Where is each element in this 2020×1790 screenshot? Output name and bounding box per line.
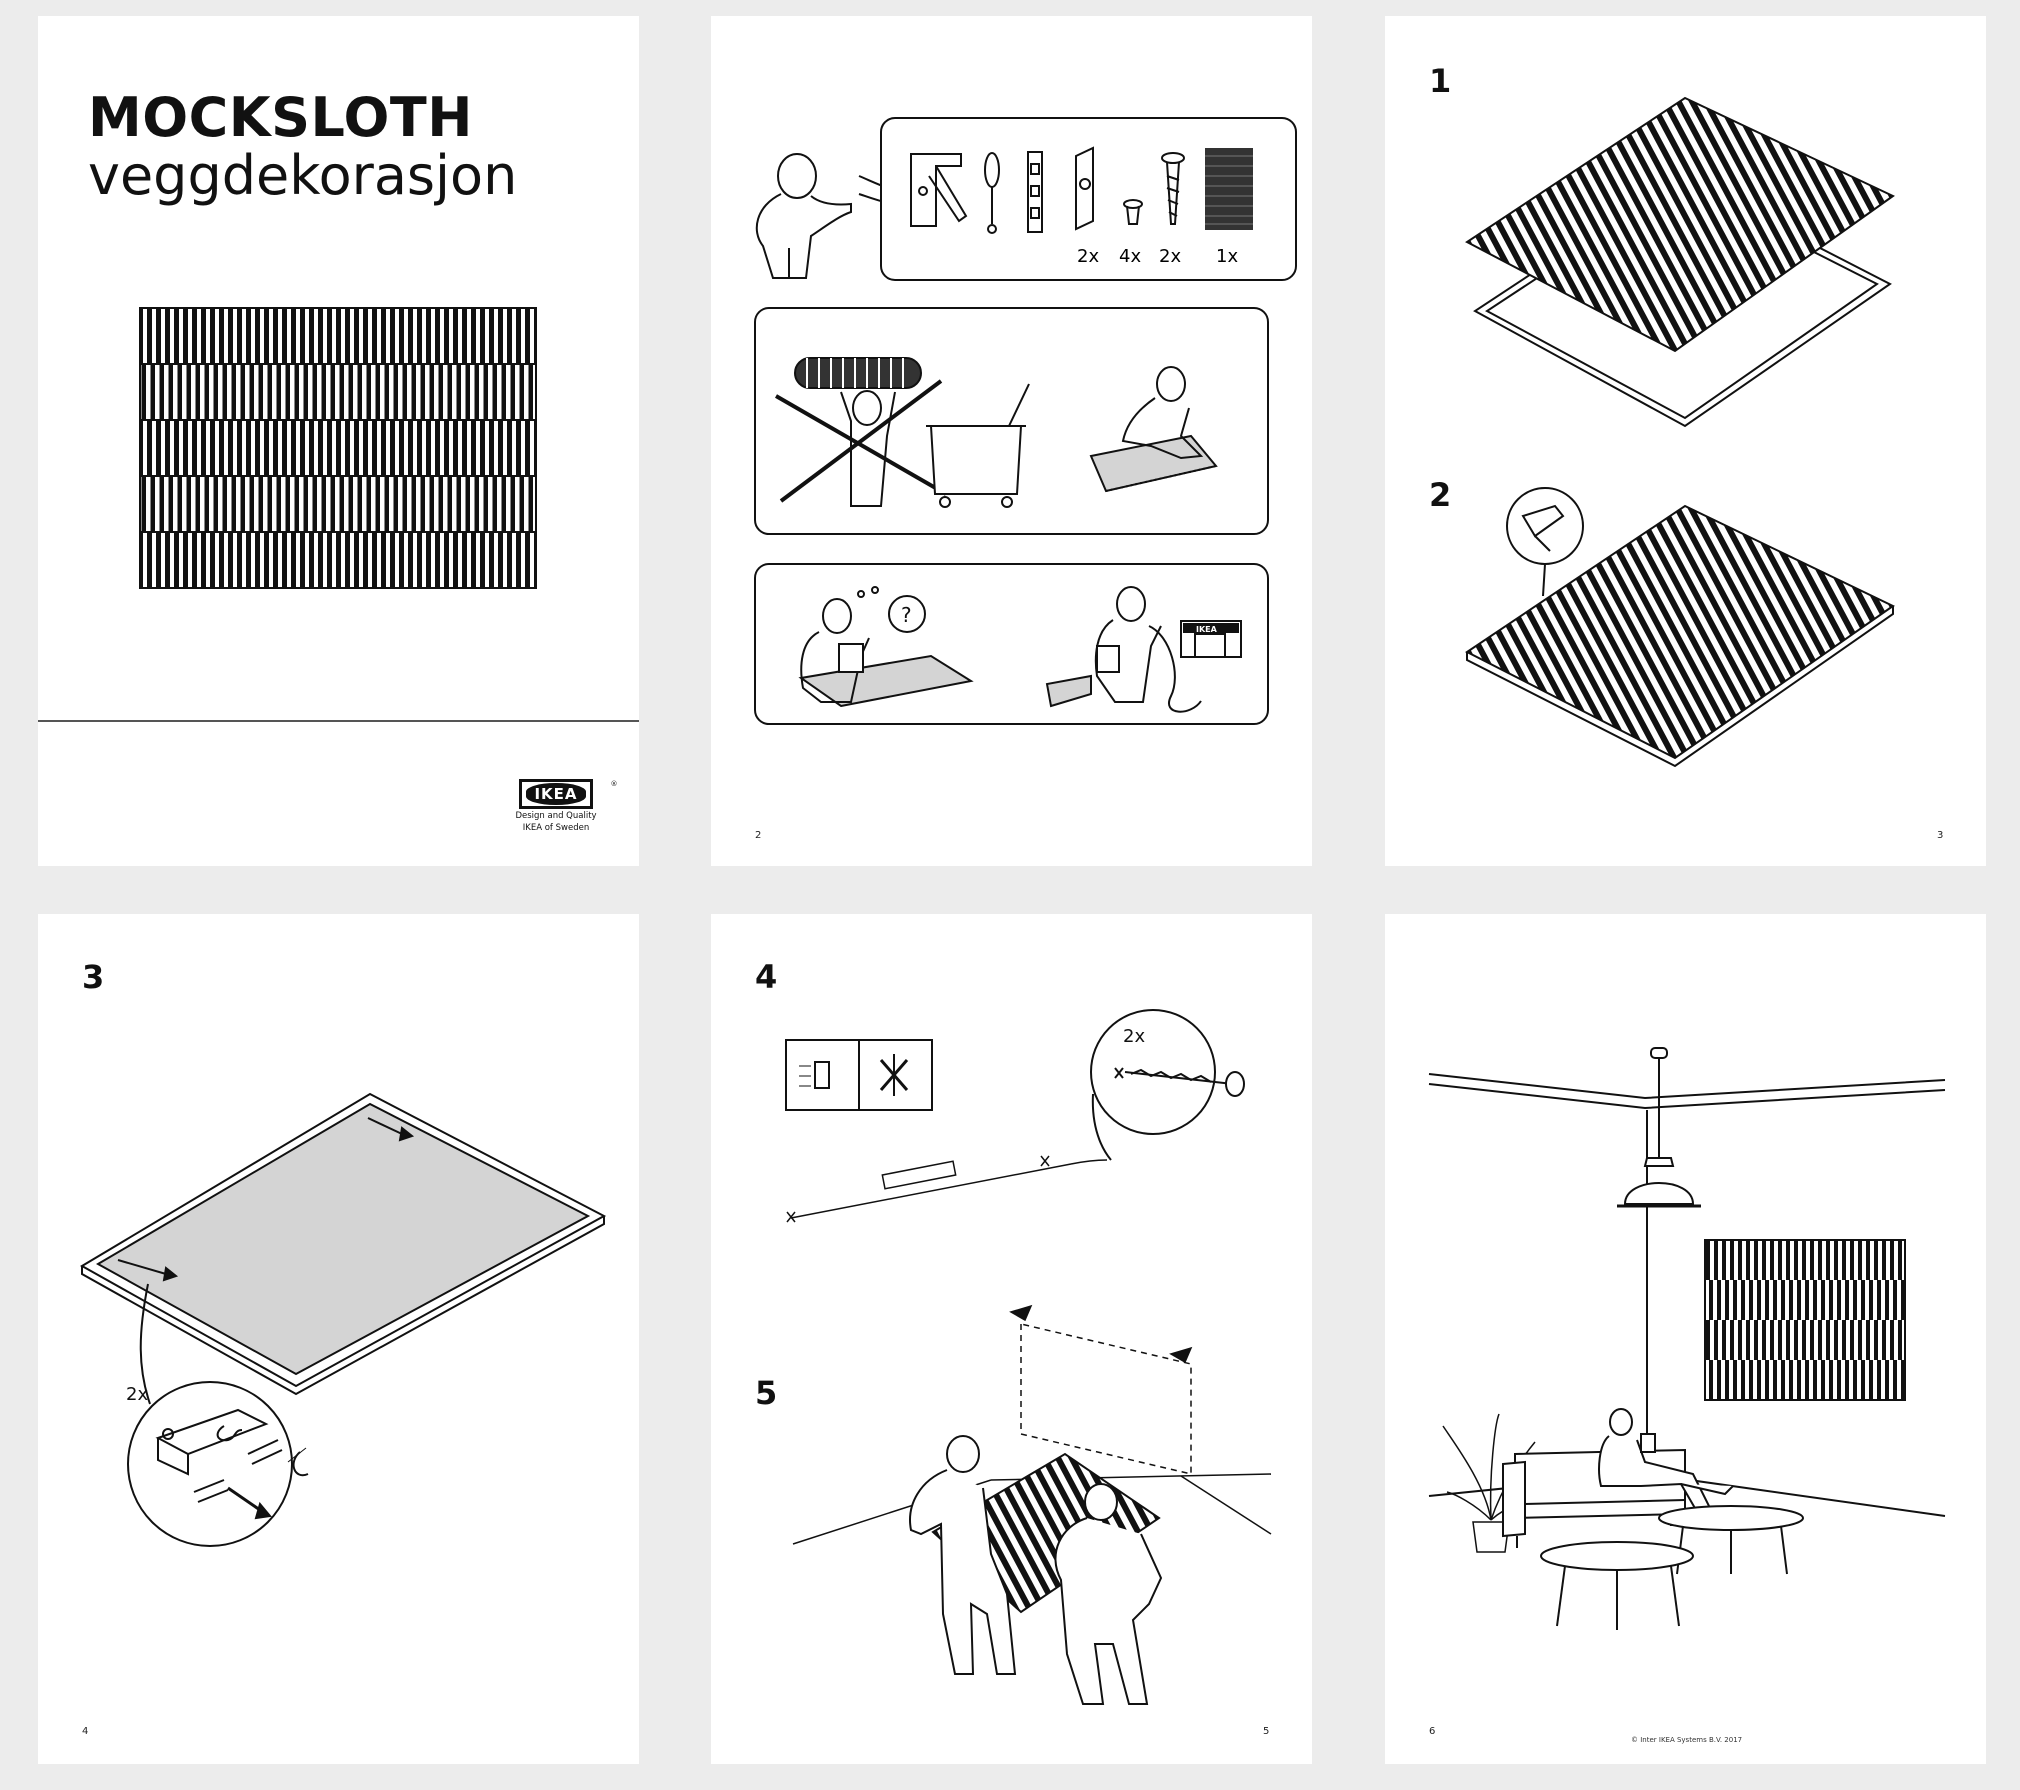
screwdriver-icon	[984, 152, 1000, 234]
spirit-level-icon	[1027, 151, 1043, 233]
page-3: 1 2 3	[1385, 16, 1986, 866]
product-name: MOCKSLOTH	[88, 86, 473, 149]
qty-rug: 1x	[1216, 246, 1238, 267]
small-rug-icon	[1045, 674, 1092, 708]
page-cover: MOCKSLOTH veggdekorasjon IKEA® Desig	[38, 16, 639, 866]
store-sign: IKEA	[1196, 625, 1218, 634]
question-mark: ?	[901, 603, 912, 627]
long-screw-icon	[1161, 152, 1185, 225]
screw-callout-icon	[1090, 1009, 1245, 1161]
rug-swatch-icon	[1205, 148, 1253, 230]
trash-bin-icon	[926, 383, 1030, 508]
bracket-callout-icon	[127, 1283, 309, 1547]
wall-type-icon	[785, 1039, 933, 1111]
cover-divider	[38, 720, 639, 722]
wall-rug-icon	[1704, 1239, 1906, 1401]
rolled-rug-icon	[794, 357, 922, 389]
confused-person-icon	[800, 586, 926, 703]
page-4: 3 2x 4	[38, 914, 639, 1764]
ikea-logo: IKEA® Design and Quality IKEA of Sweden	[508, 779, 617, 833]
person-pointing-icon	[755, 153, 897, 279]
qty-bracket: 2x	[1077, 246, 1099, 267]
staple-gun-icon	[910, 153, 968, 227]
qty-small-screw: 4x	[1119, 246, 1141, 267]
qty-label: 2x	[1123, 1026, 1145, 1047]
level-line-icon	[786, 1155, 1108, 1223]
page4-illustrations: 2x	[80, 1092, 607, 1547]
room-scene-illustration	[1428, 1047, 1946, 1630]
small-screw-icon	[1123, 199, 1143, 225]
page-number: 3	[1937, 830, 1944, 841]
coffee-tables-icon	[1540, 1505, 1804, 1630]
page3-illustrations	[1465, 96, 1895, 768]
page-number: 5	[1263, 1726, 1270, 1737]
copyright-notice: © Inter IKEA Systems B.V. 2017	[1631, 1736, 1743, 1744]
rug-panel-icon	[1465, 96, 1895, 353]
step-1-number: 1	[1429, 62, 1452, 100]
step-4-number: 4	[755, 958, 778, 996]
person-kneeling-icon	[1089, 366, 1218, 493]
rug-flat-icon	[798, 654, 974, 708]
step-5-number: 5	[755, 1374, 778, 1412]
step-3-number: 3	[82, 958, 105, 996]
qty-long-screw: 2x	[1159, 246, 1181, 267]
page5-illustrations: 2x	[785, 1009, 1272, 1705]
qty-label: 2x	[126, 1384, 148, 1405]
page-5: 4 5 2x	[711, 914, 1312, 1764]
bracket-icon	[1075, 146, 1094, 231]
page2-illustrations: ? IKEA 2x 4x 2x 1x	[754, 117, 1297, 725]
people-carrying-icon	[909, 1435, 1163, 1705]
page-number: 2	[755, 830, 762, 841]
tagline-line1: Design and Quality	[515, 811, 597, 821]
frame-back-icon	[80, 1092, 607, 1396]
page-number: 6	[1429, 1726, 1436, 1737]
pendant-lamp-icon	[1617, 1047, 1701, 1208]
step-2-number: 2	[1429, 476, 1452, 514]
page-6: 6 © Inter IKEA Systems B.V. 2017	[1385, 914, 1986, 1764]
product-type: veggdekorasjon	[88, 144, 518, 207]
tagline-line2: IKEA of Sweden	[522, 823, 590, 833]
logo-text: IKEA	[526, 783, 586, 805]
page-number: 4	[82, 1726, 89, 1737]
page-2: ? IKEA 2x 4x 2x 1x 2	[711, 16, 1312, 866]
staple-callout-icon	[1506, 487, 1584, 597]
person-carrying-icon	[840, 390, 896, 507]
cover-rug-illustration	[139, 307, 537, 589]
